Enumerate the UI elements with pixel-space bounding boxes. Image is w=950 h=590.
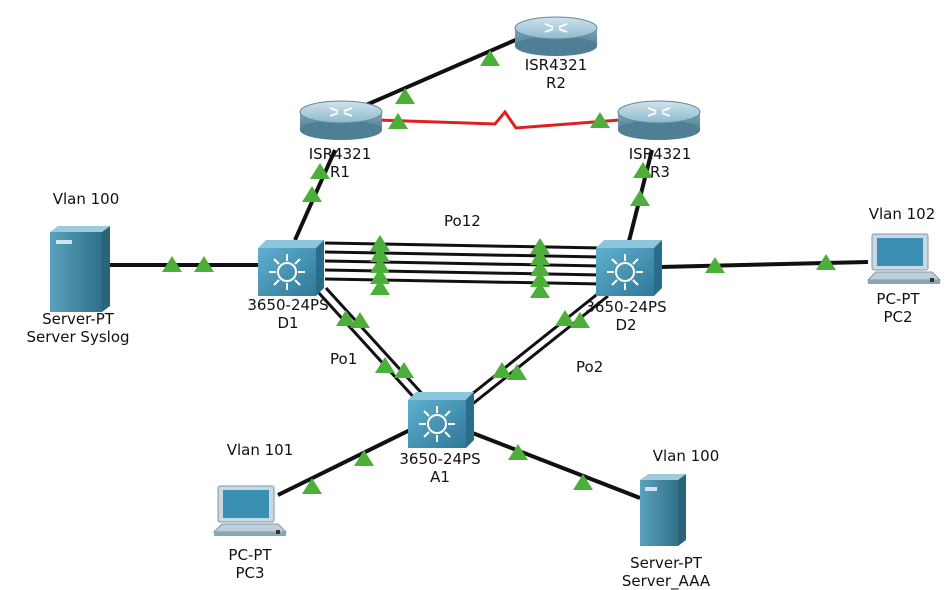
server-icon[interactable]: [640, 474, 686, 546]
device-hostname: R2: [546, 74, 566, 92]
pc-icon[interactable]: [866, 233, 942, 284]
router-icon[interactable]: [617, 100, 701, 140]
port-up-icon: [394, 362, 414, 378]
device-label-d1: 3650-24PS D1: [247, 296, 328, 332]
device-model: ISR4321: [308, 145, 372, 163]
port-up-icon: [370, 268, 390, 284]
po12-member: [324, 277, 603, 286]
port-up-icon: [354, 450, 374, 466]
port-up-icon: [370, 279, 390, 295]
port-up-icon: [570, 312, 590, 328]
port-up-icon: [573, 474, 593, 490]
device-type: Server-PT: [630, 554, 702, 572]
device-type: Server-PT: [42, 310, 114, 328]
portchannel-label-po12: Po12: [444, 212, 481, 230]
port-up-icon: [555, 310, 575, 326]
port-up-icon: [336, 310, 356, 326]
router-icon[interactable]: [299, 100, 383, 140]
device-hostname: PC2: [883, 308, 913, 326]
device-model: 3650-24PS: [399, 450, 481, 468]
po2-member: [469, 294, 609, 408]
po12-member: [324, 250, 603, 259]
po2-member: [461, 290, 601, 404]
vlan-note-pc2: Vlan 102: [864, 204, 940, 224]
port-up-icon: [370, 235, 390, 251]
device-label-r1: ISR4321 R1: [309, 145, 372, 181]
portchannel-label-po2: Po2: [576, 358, 604, 376]
port-up-icon: [302, 478, 322, 494]
device-label-a1: 3650-24PS A1: [399, 450, 480, 486]
device-hostname: D2: [615, 316, 637, 334]
port-up-icon: [705, 257, 725, 273]
port-up-icon: [480, 50, 500, 66]
server-icon[interactable]: [50, 226, 110, 312]
port-up-icon: [507, 364, 527, 380]
port-up-icon: [816, 254, 836, 270]
vlan-note-syslog: Vlan 100: [48, 189, 124, 209]
link-a1-pc3: [277, 428, 411, 497]
port-up-icon: [370, 257, 390, 273]
port-up-icon: [302, 186, 322, 202]
device-hostname: PC3: [235, 564, 265, 582]
po12-member: [324, 241, 603, 250]
device-hostname: Server_AAA: [621, 572, 711, 590]
po1-member: [316, 290, 420, 404]
device-hostname: Server Syslog: [26, 328, 130, 346]
port-up-icon: [530, 282, 550, 298]
port-up-icon: [530, 238, 550, 254]
vlan-note-aaa: Vlan 100: [648, 446, 724, 466]
device-label-r2: ISR4321 R2: [525, 56, 588, 92]
port-up-icon: [492, 362, 512, 378]
link-a1-aaa: [469, 430, 641, 500]
port-up-icon: [590, 112, 610, 128]
port-up-icon: [630, 190, 650, 206]
device-type: PC-PT: [228, 546, 272, 564]
device-label-syslog: Server-PT Server Syslog: [26, 310, 129, 346]
router-icon[interactable]: [514, 16, 598, 56]
port-up-icon: [388, 113, 408, 129]
device-label-pc2: PC-PT PC2: [876, 290, 919, 326]
po12-member: [324, 268, 603, 277]
device-model: 3650-24PS: [585, 298, 667, 316]
device-hostname: A1: [430, 468, 450, 486]
link-r1-r2: [349, 36, 521, 114]
device-model: 3650-24PS: [247, 296, 329, 314]
vlan-note-pc3: Vlan 101: [222, 440, 298, 460]
device-label-aaa: Server-PT Server_AAA: [622, 554, 710, 590]
port-up-icon: [162, 256, 182, 272]
port-up-icon: [508, 444, 528, 460]
port-up-icon: [395, 88, 415, 104]
port-up-icon: [530, 260, 550, 276]
port-up-icon: [633, 162, 653, 178]
link-d2-pc2: [659, 260, 869, 269]
portchannel-label-po1: Po1: [330, 350, 358, 368]
multilayer-switch-icon[interactable]: [596, 240, 662, 296]
port-up-icon: [530, 271, 550, 287]
po1-member: [324, 286, 428, 400]
device-hostname: R3: [650, 163, 670, 181]
device-model: ISR4321: [628, 145, 692, 163]
port-up-icon: [530, 249, 550, 265]
device-label-d2: 3650-24PS D2: [585, 298, 666, 334]
port-up-icon: [350, 312, 370, 328]
device-model: ISR4321: [524, 56, 588, 74]
multilayer-switch-icon[interactable]: [408, 392, 474, 448]
device-label-pc3: PC-PT PC3: [228, 546, 271, 582]
multilayer-switch-icon[interactable]: [258, 240, 324, 296]
device-hostname: R1: [330, 163, 350, 181]
po12-member: [324, 259, 603, 268]
pc-icon[interactable]: [212, 485, 288, 536]
port-up-icon: [194, 256, 214, 272]
serial-link-r1-r3: [377, 109, 621, 130]
port-status-markers: [162, 50, 836, 494]
device-label-r3: ISR4321 R3: [629, 145, 692, 181]
device-type: PC-PT: [876, 290, 920, 308]
port-up-icon: [310, 163, 330, 179]
device-hostname: D1: [277, 314, 299, 332]
port-up-icon: [370, 246, 390, 262]
port-up-icon: [375, 357, 395, 373]
